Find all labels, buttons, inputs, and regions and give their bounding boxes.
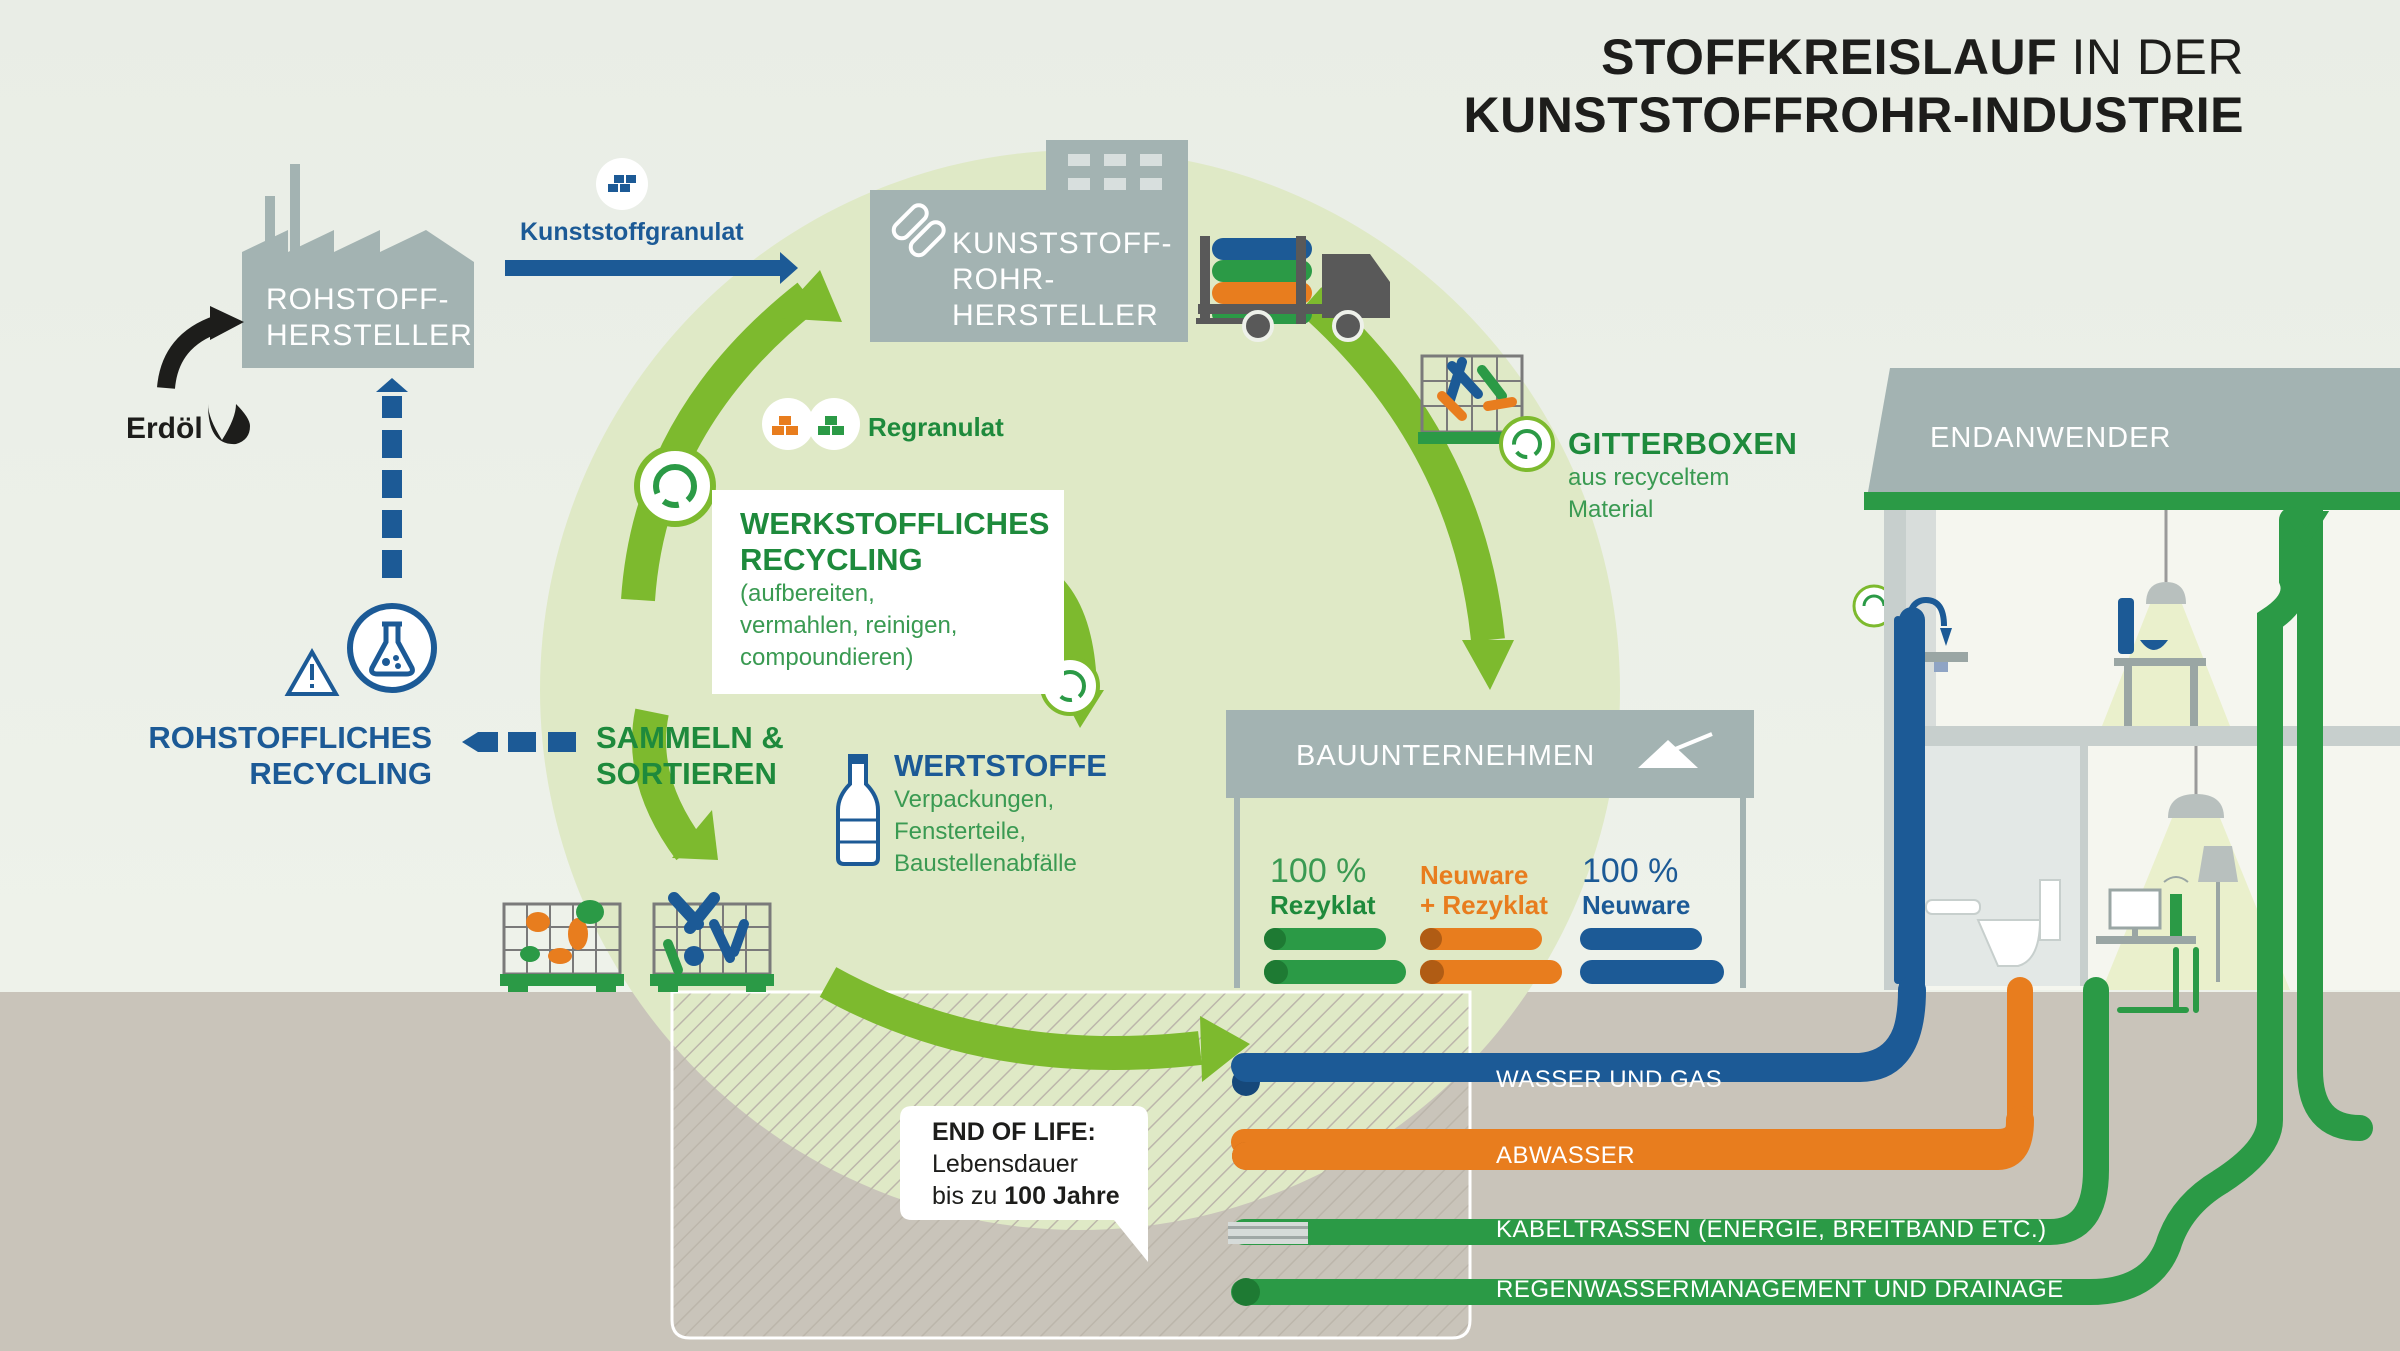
rohstoffhersteller-label: ROHSTOFF- HERSTELLER <box>266 282 473 354</box>
bauunternehmen-sign <box>1226 710 1754 988</box>
recycle-icon <box>634 445 716 527</box>
title-light-part: IN DER <box>2057 29 2244 85</box>
rohrhersteller-line3: HERSTELLER <box>952 299 1159 332</box>
end-of-life-line2-prefix: bis zu <box>932 1182 1005 1210</box>
bottle-icon <box>836 754 880 866</box>
gitterbox-icon <box>500 900 624 992</box>
house-cable-pipe <box>1231 977 2109 1245</box>
rohstoffliches-line1: ROHSTOFFLICHES <box>148 720 432 755</box>
rain-downpipe <box>1231 507 2307 1305</box>
gitterboxen-title: GITTERBOXEN <box>1568 426 1798 461</box>
factory-icon <box>242 164 474 368</box>
drop-icon <box>208 404 250 445</box>
end-of-life-line2: bis zu 100 Jahre <box>932 1180 1120 1212</box>
end-of-life-line2-bold: 100 Jahre <box>1004 1182 1120 1210</box>
werkstoffliches-line3: compoundieren) <box>740 644 914 671</box>
regranulat-label: Regranulat <box>868 412 1004 442</box>
truck-icon <box>1196 236 1390 342</box>
pipeline-label-water: WASSER UND GAS <box>1496 1066 1723 1093</box>
rohstoff-dashed-arrow <box>376 378 576 752</box>
pipe-type-neuware-top: 100 % <box>1582 852 1679 890</box>
pipe-type-neuware: 100 % Neuware <box>1582 852 1690 920</box>
gitterboxen-line2: Material <box>1568 496 1654 523</box>
title-line-2: KUNSTSTOFFROHR-INDUSTRIE <box>1463 87 2244 143</box>
erdoel-label: Erdöl <box>126 412 203 445</box>
rohrhersteller-line1: KUNSTSTOFF- <box>952 227 1173 260</box>
rohstoffliches-label: ROHSTOFFLICHES RECYCLING <box>148 720 432 792</box>
flask-icon <box>347 603 437 693</box>
gitterboxen-line1: aus recyceltem <box>1568 464 1730 491</box>
pipe-type-mixed-bottom: + Rezyklat <box>1420 890 1548 920</box>
werkstoffliches-title1: WERKSTOFFLICHES <box>740 506 1050 541</box>
gitterboxen-label: GITTERBOXEN aus recyceltem Material <box>1568 426 1797 526</box>
end-of-life-bubble <box>900 1106 1148 1262</box>
pipe-type-rezyklat-bottom: Rezyklat <box>1270 890 1376 920</box>
endanwender-label: ENDANWENDER <box>1930 422 2172 454</box>
sammeln-label: SAMMELN & SORTIEREN <box>596 720 784 792</box>
monitor-icon <box>2096 876 2196 944</box>
warning-icon <box>284 647 340 696</box>
kunststoffgranulat-label: Kunststoffgranulat <box>520 218 744 246</box>
gitterbox-icon <box>650 892 774 992</box>
toilet-icon <box>1925 879 2061 967</box>
erdoel-arrow <box>157 315 222 390</box>
pipeline-label-rain: REGENWASSERMANAGEMENT UND DRAINAGE <box>1496 1276 2064 1303</box>
rohstoffhersteller-line1: ROHSTOFF- <box>266 283 450 316</box>
granulat-arrow <box>505 260 785 276</box>
pipe-type-neuware-bottom: Neuware <box>1582 890 1691 920</box>
pipe-type-rezyklat-top: 100 % <box>1270 852 1367 890</box>
pipeline-label-sewage: ABWASSER <box>1496 1142 1636 1169</box>
rohstoffhersteller-line2: HERSTELLER <box>266 319 473 352</box>
title-bold-part: STOFFKREISLAUF <box>1601 29 2058 85</box>
lamp-icon <box>2198 846 2238 982</box>
end-of-life-line1: Lebensdauer <box>932 1150 1078 1178</box>
page-title: STOFFKREISLAUF IN DER KUNSTSTOFFROHR-IND… <box>1463 28 2244 144</box>
wertstoffe-label: WERTSTOFFE Verpackungen, Fensterteile, B… <box>894 748 1107 880</box>
wertstoffe-title: WERTSTOFFE <box>894 748 1107 783</box>
regranulat-icon <box>762 398 860 450</box>
crane-icon <box>1638 732 1713 768</box>
werkstoffliches-title2: RECYCLING <box>740 542 923 577</box>
gitterbox-icon <box>1418 354 1526 444</box>
werkstoffliches-line1: (aufbereiten, <box>740 580 875 607</box>
recycle-icon <box>1499 416 1555 472</box>
bauunternehmen-label: BAUUNTERNEHMEN <box>1296 740 1596 772</box>
rohrhersteller-label: KUNSTSTOFF- ROHR- HERSTELLER <box>952 226 1172 334</box>
rohrhersteller-line2: ROHR- <box>952 263 1056 296</box>
wertstoffe-line2: Fensterteile, <box>894 818 1027 845</box>
werkstoffliches-line2: vermahlen, reinigen, <box>740 612 958 639</box>
pipe-type-mixed: Neuware + Rezyklat <box>1420 860 1548 920</box>
pipe-factory-icon <box>870 140 1188 342</box>
wertstoffe-line1: Verpackungen, <box>894 786 1055 813</box>
werkstoff-box <box>712 490 1064 694</box>
pipeline-label-cable: KABELTRASSEN (ENERGIE, BREITBAND ETC.) <box>1496 1216 2047 1243</box>
werkstoffliches-label: WERKSTOFFLICHES RECYCLING (aufbereiten, … <box>740 506 1049 674</box>
pipe-stack-mixed <box>1420 928 1562 984</box>
end-of-life-title: END OF LIFE: <box>932 1118 1096 1146</box>
pipe-type-mixed-top: Neuware <box>1420 860 1529 890</box>
rohstoffliches-line2: RECYCLING <box>249 756 432 791</box>
wertstoffe-line3: Baustellenabfälle <box>894 850 1077 877</box>
pipe-stack-neuware <box>1580 928 1724 984</box>
sammeln-line1: SAMMELN & <box>596 720 784 755</box>
pipe-type-rezyklat: 100 % Rezyklat <box>1270 852 1376 920</box>
end-of-life-text: END OF LIFE: Lebensdauer bis zu 100 Jahr… <box>932 1116 1120 1212</box>
lamp-icon <box>2102 746 2290 990</box>
sammeln-line2: SORTIEREN <box>596 756 777 791</box>
pipe-stack-rezyklat <box>1264 928 1406 984</box>
granulate-icon <box>596 158 648 210</box>
